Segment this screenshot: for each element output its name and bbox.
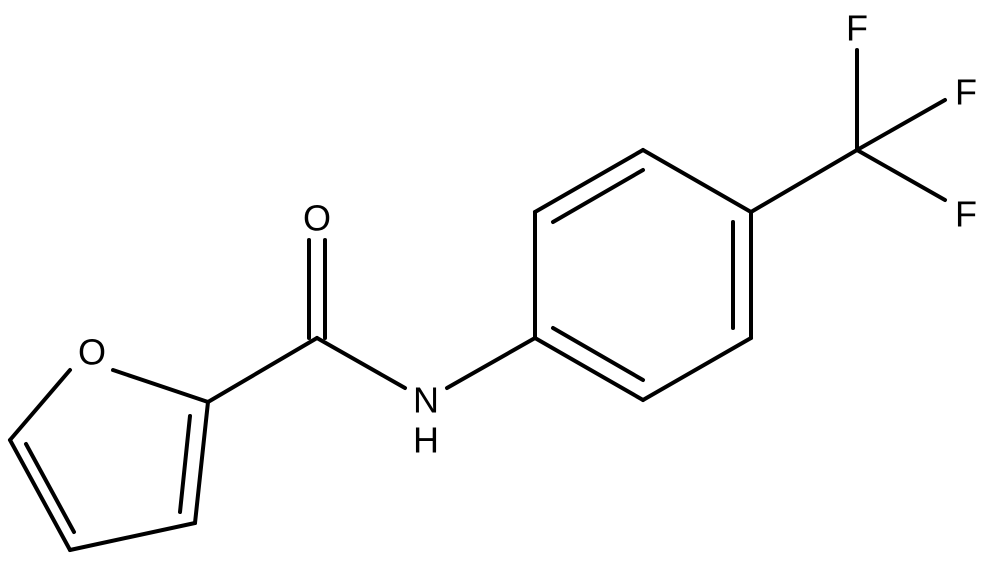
fluorine-top-label: F xyxy=(846,8,868,49)
bond-furan-c3-c4 xyxy=(68,521,197,552)
carbonyl-oxygen-label: O xyxy=(303,198,331,239)
bond-c-f-lower-right xyxy=(855,148,947,202)
bond-ph-c3-c4 xyxy=(641,148,753,214)
bond-ph-c6-c1-inner xyxy=(551,326,645,382)
bond-furan-o-c2 xyxy=(111,368,210,404)
furan-ring xyxy=(8,368,210,552)
trifluoromethyl-group xyxy=(749,48,947,214)
bond-furan-c5-o xyxy=(8,368,72,442)
furan-oxygen-label: O xyxy=(78,332,106,373)
bond-c-f-upper-right xyxy=(855,98,947,152)
amide-nitrogen-label: N xyxy=(413,380,439,421)
fluorine-upper-right-label: F xyxy=(955,72,977,113)
benzene-ring xyxy=(533,148,753,402)
bond-carbonyl-nitrogen xyxy=(315,336,407,390)
bond-ph-c2-c3-inner xyxy=(551,168,645,224)
bond-ph-c6-c1 xyxy=(533,336,645,402)
bond-ph-c2-c3 xyxy=(533,148,645,214)
bond-ph-c5-c6 xyxy=(641,336,753,402)
bond-c2-carbonyl xyxy=(206,336,319,404)
bond-furan-c2-c3 xyxy=(193,400,210,525)
fluorine-lower-right-label: F xyxy=(955,194,977,235)
carboxamide-group xyxy=(206,238,537,404)
bond-furan-c4-c5 xyxy=(8,438,72,552)
bond-furan-c2-c3-inner xyxy=(178,414,192,514)
bond-furan-c4-c5-inner xyxy=(24,442,76,534)
bond-ph-cf3 xyxy=(749,148,859,214)
amide-hydrogen-label: H xyxy=(413,420,439,461)
bond-nitrogen-phenyl xyxy=(445,336,537,390)
